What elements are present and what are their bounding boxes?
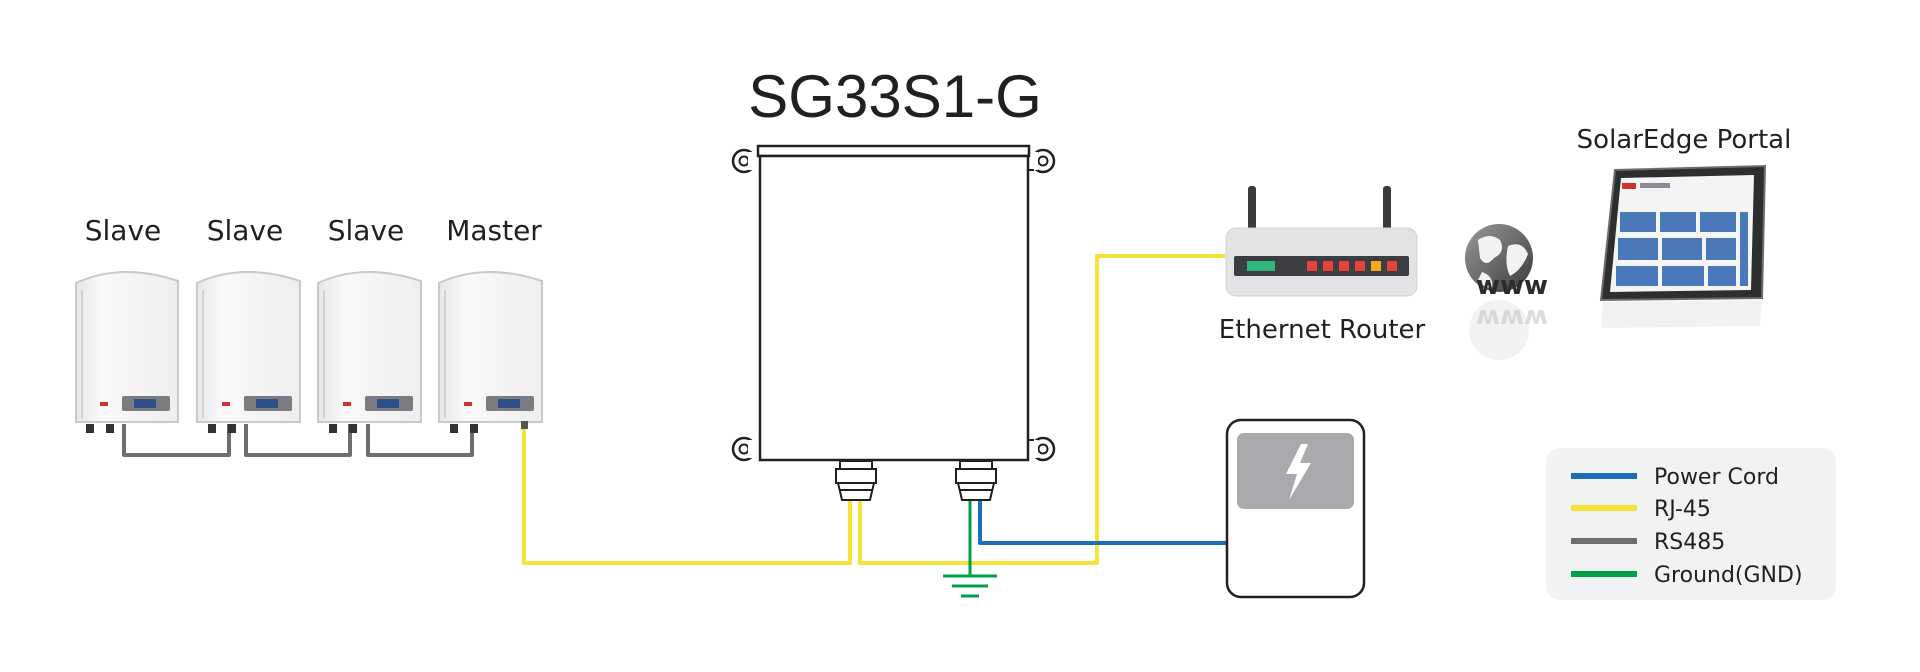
inverter-label: Slave	[207, 214, 284, 247]
www-text: www	[1476, 271, 1548, 301]
inverter-label: Master	[446, 214, 542, 247]
legend-item-rj45: RJ-45	[1571, 497, 1711, 522]
inverter-label: Slave	[85, 214, 162, 247]
rs485-wires	[122, 424, 474, 457]
power-cord-wire	[978, 500, 1227, 545]
svg-text:RS485: RS485	[1654, 530, 1725, 555]
www-reflection: www	[1476, 303, 1548, 333]
lightning-icon	[1286, 444, 1311, 500]
device-title: SG33S1-G	[748, 63, 1041, 130]
inverter-2: Slave	[196, 214, 301, 433]
ethernet-router: Ethernet Router	[1219, 186, 1426, 345]
portal-tablet: SolarEdge Portal	[1577, 125, 1792, 328]
svg-text:Power Cord: Power Cord	[1654, 465, 1779, 490]
globe-icon: www www	[1465, 224, 1548, 360]
legend: Power Cord RJ-45 RS485 Ground(GND)	[1546, 448, 1836, 600]
rj45-wires	[522, 254, 1225, 565]
inverter-label: Slave	[328, 214, 405, 247]
svg-text:RJ-45: RJ-45	[1654, 497, 1711, 522]
legend-item-power-cord: Power Cord	[1571, 465, 1779, 490]
legend-item-ground: Ground(GND)	[1571, 563, 1803, 588]
ground-symbol-icon	[943, 500, 997, 598]
sg33s1-enclosure	[731, 144, 1056, 501]
energy-meter	[1225, 418, 1366, 599]
cable-gland-left	[835, 460, 877, 501]
inverter-3: Slave	[317, 214, 422, 433]
legend-item-rs485: RS485	[1571, 530, 1725, 555]
inverter-1: Slave	[75, 214, 179, 433]
cable-gland-right	[955, 460, 997, 501]
svg-text:Ground(GND): Ground(GND)	[1654, 563, 1803, 588]
router-label: Ethernet Router	[1219, 315, 1426, 345]
portal-label: SolarEdge Portal	[1577, 125, 1792, 155]
inverter-master: Master	[438, 214, 543, 433]
portal-screen-panels	[1616, 212, 1748, 286]
